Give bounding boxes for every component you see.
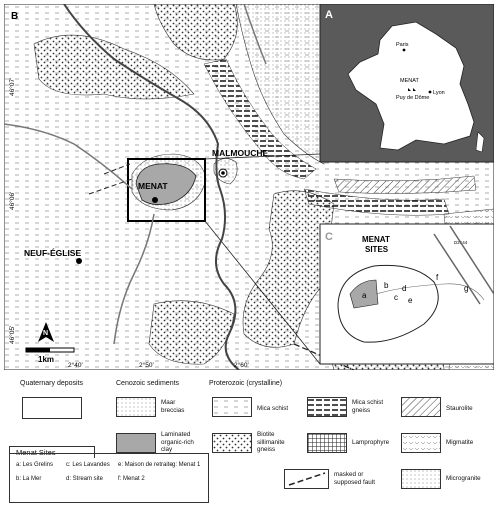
gneiss-north-west: [33, 34, 195, 100]
legend-head-proterozoic: Proterozoic (crystalline): [209, 380, 283, 387]
swatch-mica-schist: [212, 397, 252, 417]
fault-line-1: [88, 163, 133, 195]
menat-site-marker: [152, 197, 158, 203]
legend-microgranite: Microgranite: [446, 475, 481, 482]
map-legend: Quaternary deposits Cenozoic sediments P…: [4, 375, 494, 505]
site-entry-b: b: La Mer: [16, 476, 42, 482]
river-tributary-3: [243, 4, 267, 65]
legend-head-cenozoic: Cenozoic sediments: [116, 380, 180, 387]
panel-letter-b: B: [11, 11, 18, 22]
site-entry-f: f: Menat 2: [118, 476, 145, 482]
label-menat: MENAT: [138, 181, 168, 191]
inset-c-site-b: b: [384, 281, 389, 290]
inset-a-paris: Paris: [396, 42, 409, 48]
panel-letter-a: A: [325, 9, 333, 21]
inset-c-site-d: d: [402, 284, 406, 293]
site-entry-d: d: Stream site: [66, 476, 104, 482]
inset-a-puy: Puy de Dôme: [396, 95, 429, 101]
swatch-biotite: [212, 433, 252, 453]
neuf-eglise-site-marker: [76, 258, 82, 264]
lon-mid-label: 2°50': [139, 361, 154, 369]
menat-sites-box: a: Les Grelins c: Les Lavandes e: Maison…: [9, 453, 209, 503]
label-neuf-eglise: NEUF-ÉGLISE: [24, 248, 81, 258]
inset-a-lyon: Lyon: [433, 90, 445, 96]
france-outline: [347, 21, 475, 151]
swatch-mica-schist-gneiss: [307, 397, 347, 417]
legend-lamprophyre: Lamprophyre: [352, 439, 390, 446]
site-entry-e: e: Maison de retraite: [118, 462, 173, 468]
lat-mid-label: 46°06': [8, 192, 16, 210]
swatch-quaternary: [22, 397, 82, 419]
swatch-migmatite: [401, 433, 441, 453]
inset-a-france: A Paris MENAT Puy de Dôme Lyon: [319, 4, 494, 163]
inset-c-site-e: e: [408, 296, 413, 305]
inset-c-site-f: f: [436, 273, 439, 282]
menat-sites-title: Menat Sites: [9, 446, 95, 458]
scale-bar: 1km: [25, 347, 75, 364]
swatch-lamprophyre: [307, 433, 347, 453]
swatch-staurolite: [401, 397, 441, 417]
inset-c-title-2: SITES: [365, 245, 389, 254]
site-entry-a: a: Les Grelins: [16, 462, 54, 468]
schist-gneiss-band-1: [203, 58, 317, 180]
site-entry-g: g: Menat 1: [172, 462, 201, 468]
lon-left-label: 2°40': [68, 361, 83, 369]
legend-migmatite: Migmatite: [446, 439, 474, 446]
inset-c-sites: C MENAT SITES D2144 a b c d e f g: [319, 223, 494, 365]
river-tributary-2: [113, 213, 155, 345]
inset-c-site-c: c: [394, 293, 398, 302]
legend-staurolite: Staurolite: [446, 405, 473, 412]
lat-bottom-label: 46°05': [8, 326, 16, 344]
swatch-laminated: [116, 433, 156, 453]
lat-top-label: 46°07': [8, 78, 16, 96]
scale-bar-label: 1km: [38, 355, 54, 364]
study-area-box: [127, 158, 206, 222]
panel-letter-c: C: [325, 231, 333, 243]
legend-mica-schist: Mica schist: [257, 405, 289, 412]
legend-head-quaternary: Quaternary deposits: [20, 380, 84, 387]
inset-a-menat: MENAT: [400, 78, 419, 84]
north-arrow-label: N: [43, 330, 48, 337]
label-malmouche: MALMOUCHE: [212, 148, 269, 158]
inset-c-site-g: g: [464, 284, 468, 293]
swatch-microgranite: [401, 469, 441, 489]
swatch-maar: [116, 397, 156, 417]
river-tributary-1: [4, 123, 133, 190]
river-sioule: [63, 4, 240, 370]
lon-right-label: 2°60': [234, 361, 249, 369]
main-geological-map: MALMOUCHE MENAT NEUF-ÉGLISE B 46°07' 46°…: [4, 4, 494, 370]
site-entry-c: c: Les Lavandes: [66, 462, 110, 468]
gneiss-north: [153, 4, 238, 61]
inset-c-title-1: MENAT: [362, 235, 390, 244]
swatch-fault: [284, 469, 329, 489]
inset-c-site-a: a: [362, 291, 367, 300]
north-arrow: N: [38, 322, 54, 342]
staurolite-band: [333, 175, 477, 194]
inset-c-basin: [337, 264, 439, 343]
laminated-clay-menat: [135, 163, 197, 205]
